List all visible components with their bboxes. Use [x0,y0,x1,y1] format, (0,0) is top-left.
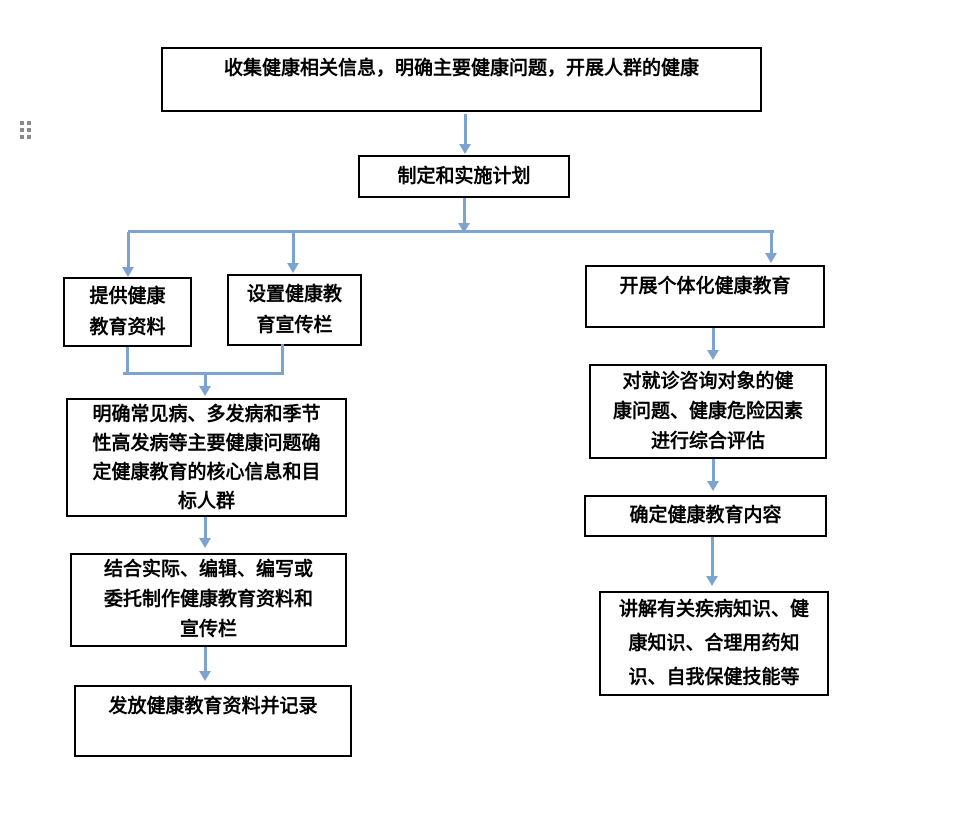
connector-compile-to-distribute [204,647,207,671]
flow-node-explain-knowledge[interactable]: 讲解有关疾病知识、健康知识、合理用药知识、自我保健技能等 [599,591,829,696]
arrowhead-branch-to-provide [122,267,134,277]
connector-branch-to-bulletin [292,232,295,263]
connector-branch-horizontal [128,230,774,233]
drag-handle-icon[interactable] [20,121,31,139]
arrowhead-assessment-to-content [707,481,719,491]
connector-branch-to-provide [127,232,130,267]
arrowhead-plan-to-branch [458,223,470,233]
flow-node-collect-info[interactable]: 收集健康相关信息，明确主要健康问题，开展人群的健康 [161,47,762,112]
flow-node-compile-materials[interactable]: 结合实际、编辑、编写或委托制作健康教育资料和宣传栏 [70,553,347,647]
connector-individual-to-assessment [712,328,715,350]
flow-node-identify-core-info[interactable]: 明确常见病、多发病和季节性高发病等主要健康问题确定健康教育的核心信息和目标人群 [66,398,347,517]
flow-node-make-plan[interactable]: 制定和实施计划 [358,155,570,198]
arrowhead-collect-to-plan [459,144,471,154]
arrowhead-individual-to-assessment [707,350,719,360]
connector-merge-to-identify [204,374,207,386]
flow-node-provide-materials[interactable]: 提供健康教育资料 [63,277,192,347]
arrowhead-compile-to-distribute [199,671,211,681]
flow-node-distribute-materials[interactable]: 发放健康教育资料并记录 [74,685,352,757]
arrowhead-content-to-explain [706,576,718,586]
flow-node-determine-content[interactable]: 确定健康教育内容 [584,495,827,537]
connector-plan-to-branch [463,198,466,223]
arrowhead-branch-to-bulletin [287,263,299,273]
arrowhead-merge-to-identify [199,386,211,396]
connector-merge-horizontal [123,372,284,375]
connector-content-to-explain [711,537,714,576]
connector-assessment-to-content [712,459,715,481]
flow-node-setup-bulletin[interactable]: 设置健康教育宣传栏 [227,274,362,346]
connector-collect-to-plan [464,114,467,144]
connector-bulletin-stub [281,344,284,374]
arrowhead-identify-to-compile [199,538,211,548]
flow-node-individual-education[interactable]: 开展个体化健康教育 [585,265,825,328]
arrowhead-branch-to-individual [765,253,777,263]
connector-identify-to-compile [204,517,207,538]
connector-branch-to-individual [770,232,773,253]
connector-provide-stub [126,347,129,374]
flow-node-comprehensive-assessment[interactable]: 对就诊咨询对象的健康问题、健康危险因素进行综合评估 [589,364,827,459]
